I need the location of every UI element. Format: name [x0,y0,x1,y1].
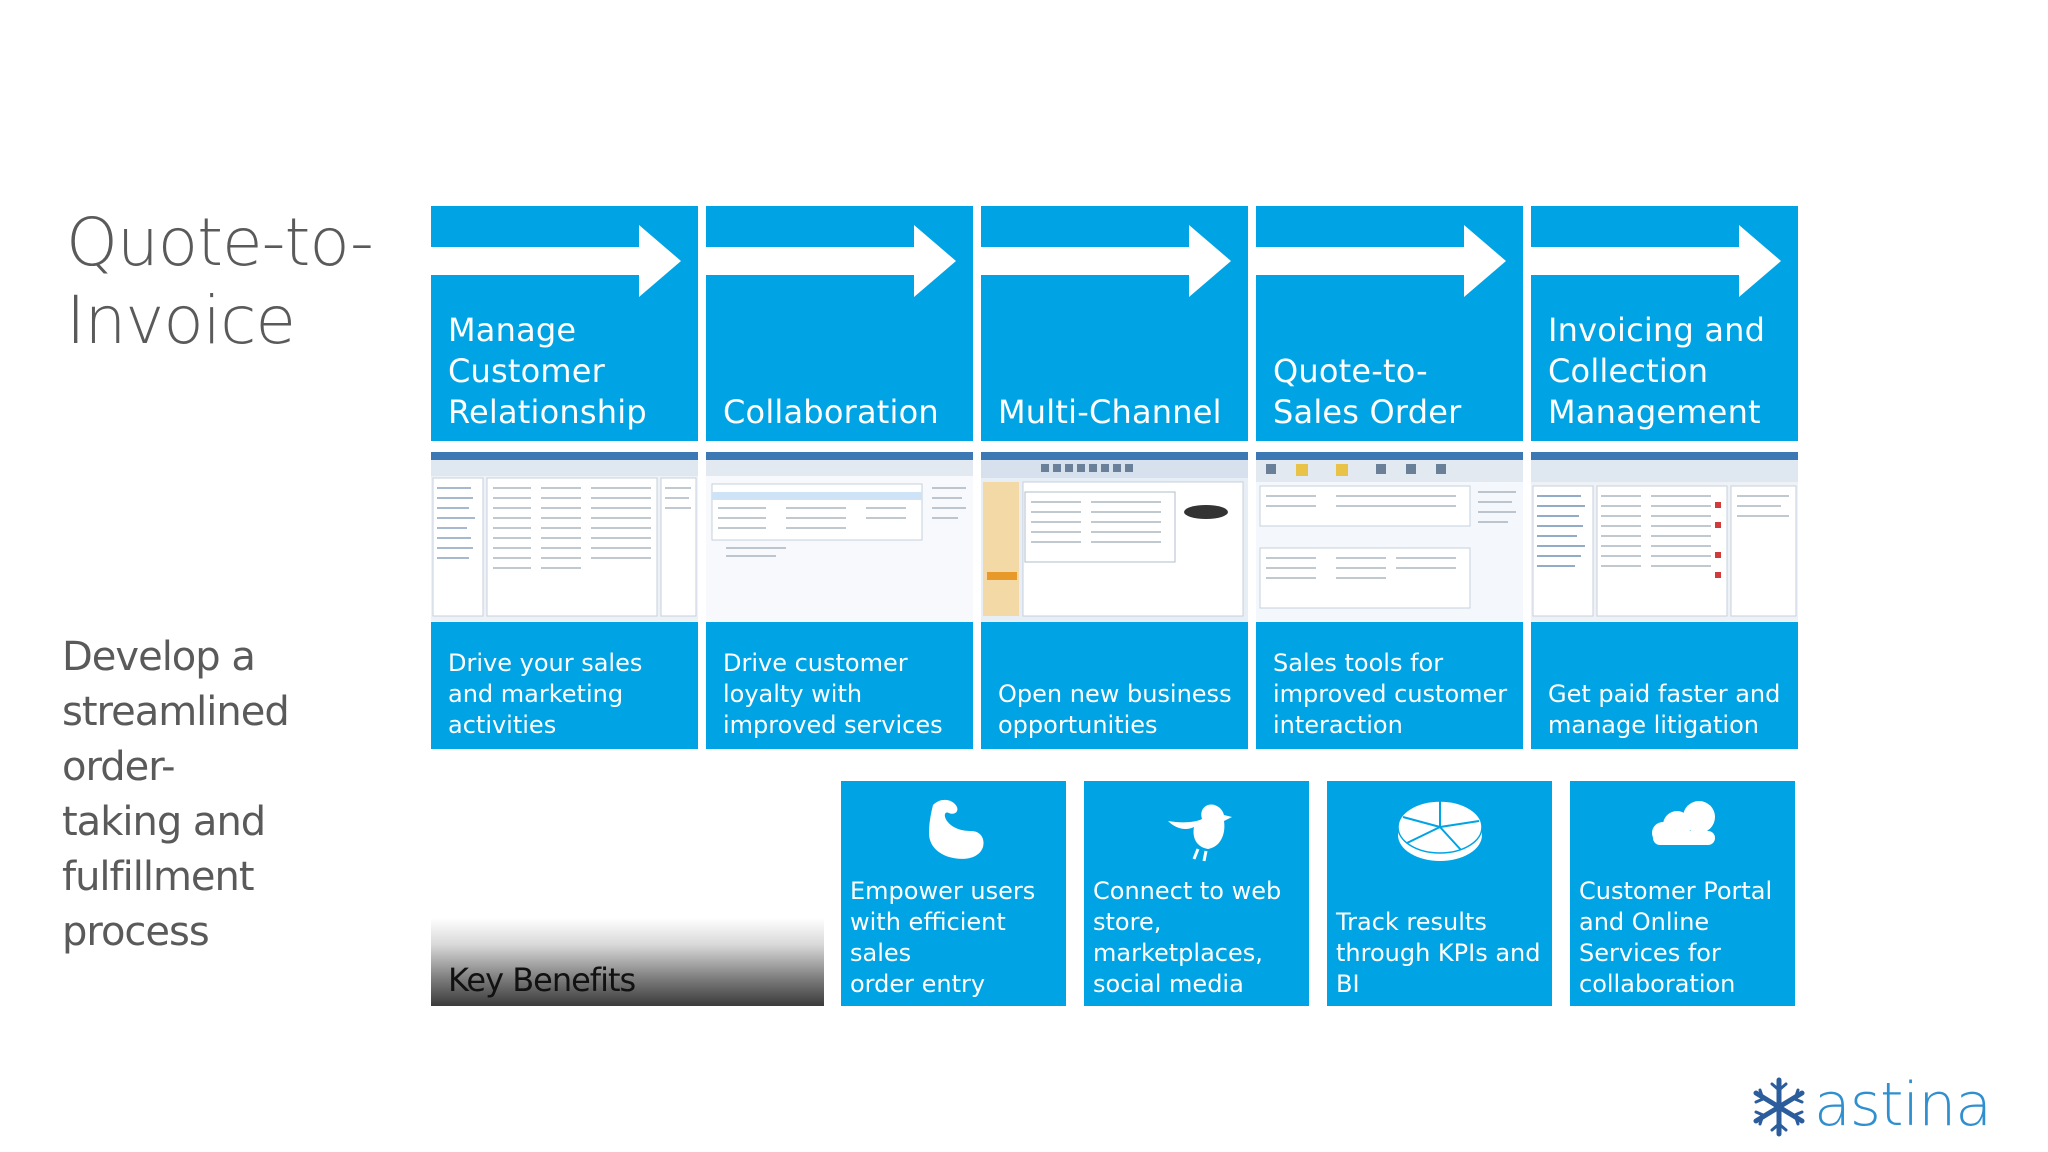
cloud-icon [1651,801,1715,845]
arrow-right-icon [981,225,1231,297]
flexed-arm-icon [928,799,983,859]
collaboration-screenshot [706,452,973,622]
multichannel-screenshot [981,452,1248,622]
process-label: Invoicing and Collection Management [1548,311,1766,431]
process-label: Multi-Channel [998,393,1222,431]
process-desc: Get paid faster and manage litigation [1548,680,1781,739]
process-tile-invoicing-collection: Invoicing and Collection Management [1531,206,1798,441]
page-subtitle: Develop a streamlined order- taking and … [62,634,290,955]
process-desc: Drive customer loyalty with improved ser… [723,649,943,739]
key-benefits-banner: Key Benefits [431,918,824,1006]
process-tile-manage-customer-relationship: Manage Customer Relationship [431,206,698,441]
crm-list-screenshot [431,452,698,622]
astina-logo: astina [1748,1070,2000,1144]
benefit-label: Connect to web store, marketplaces, soci… [1093,877,1282,998]
logo-text: astina [1814,1070,1992,1140]
benefit-label: Empower users with efficient sales order… [850,877,1036,998]
process-desc-tile: Get paid faster and manage litigation [1531,622,1798,749]
arrow-right-icon [1256,225,1506,297]
bird-icon [1167,804,1232,862]
process-desc-tile: Drive your sales and marketing activitie… [431,622,698,749]
process-desc: Open new business opportunities [998,680,1232,739]
process-label: Quote-to- Sales Order [1273,352,1462,431]
process-tile-collaboration: Collaboration [706,206,973,441]
process-tile-quote-to-sales-order: Quote-to- Sales Order [1256,206,1523,441]
process-desc-tile: Sales tools for improved customer intera… [1256,622,1523,749]
benefit-tile-sales-order-entry: Empower users with efficient sales order… [841,781,1066,1006]
process-label: Manage Customer Relationship [448,311,647,431]
arrow-right-icon [1531,225,1781,297]
arrow-right-icon [431,225,681,297]
process-label: Collaboration [723,393,939,431]
process-desc: Sales tools for improved customer intera… [1273,649,1508,739]
process-desc: Drive your sales and marketing activitie… [448,649,643,739]
benefit-label: Customer Portal and Online Services for … [1579,877,1773,998]
invoicing-screenshot [1531,452,1798,622]
page-title: Quote-to- Invoice [66,204,374,359]
sales-order-screenshot [1256,452,1523,622]
benefit-tile-connect-web: Connect to web store, marketplaces, soci… [1084,781,1309,1006]
benefit-tile-kpi: Track results through KPIs and BI [1327,781,1552,1006]
key-benefits-label: Key Benefits [448,961,636,999]
benefit-label: Track results through KPIs and BI [1336,908,1541,998]
benefit-tile-customer-portal: Customer Portal and Online Services for … [1570,781,1795,1006]
pie-chart-icon [1396,800,1483,861]
snowflake-icon [1753,1077,1805,1137]
arrow-right-icon [706,225,956,297]
process-desc-tile: Open new business opportunities [981,622,1248,749]
process-desc-tile: Drive customer loyalty with improved ser… [706,622,973,749]
process-tile-multi-channel: Multi-Channel [981,206,1248,441]
